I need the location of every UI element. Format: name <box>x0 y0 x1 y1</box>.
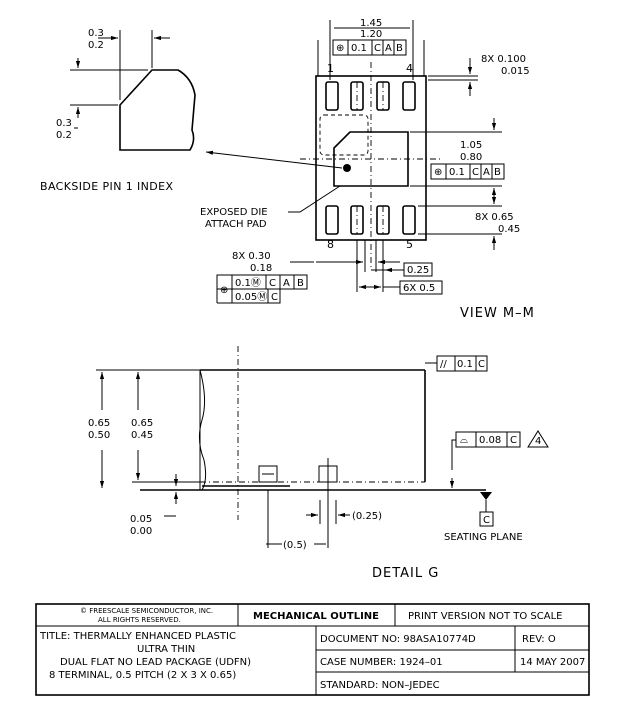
seating-plane-label: SEATING PLANE <box>444 532 523 543</box>
backside-label: BACKSIDE PIN 1 INDEX <box>40 180 174 193</box>
pad-dim-min: 0.80 <box>460 152 482 163</box>
case-number: CASE NUMBER: 1924–01 <box>320 657 443 668</box>
backside-pin1-view: 0.3 0.2 0.3 0.2 BACKSIDE PIN 1 INDEX <box>40 28 196 193</box>
parallel-datum: C <box>478 359 485 370</box>
pin-1-label: 1 <box>327 62 334 75</box>
pin1-dot <box>343 164 351 172</box>
frame-top-d3: B <box>396 43 403 54</box>
inner-height-min: 0.45 <box>131 430 153 441</box>
frame-pad-d2: A <box>483 167 490 178</box>
seating-datum: C <box>483 515 490 526</box>
backside-dim-top-min: 0.2 <box>88 40 104 51</box>
backside-outline <box>119 69 196 151</box>
frame-lead2-tol: 0.05Ⓜ <box>235 291 267 303</box>
note-4: 4 <box>535 436 541 447</box>
view-mm: 1.45 1.20 ⊕ 0.1 C A B 1 4 8 5 8X 0.100 0… <box>200 18 535 321</box>
revision: REV: O <box>522 634 556 645</box>
width-dim-max: 1.45 <box>360 18 382 29</box>
parallel-symbol: // <box>440 359 447 370</box>
pitch-dim: 6X 0.5 <box>403 283 435 294</box>
frame-pad-tol: 0.1 <box>449 167 465 178</box>
frame-lead-d1: C <box>269 278 276 289</box>
pin1-index-hidden <box>319 114 369 156</box>
title-block: © FREESCALE SEMICONDUCTOR, INC. ALL RIGH… <box>35 603 590 696</box>
flat-tol: 0.08 <box>479 435 501 446</box>
date: 14 MAY 2007 <box>520 657 585 668</box>
lead-4 <box>402 81 416 111</box>
lead-width-max: 8X 0.30 <box>232 251 271 262</box>
frame-pad-symbol: ⊕ <box>434 167 442 178</box>
frame-top-d1: C <box>374 43 381 54</box>
backside-dim-left-max: 0.3 <box>56 118 72 129</box>
parallel-tol: 0.1 <box>457 359 473 370</box>
frame-lead-tol: 0.1Ⓜ <box>235 277 261 289</box>
frame-top-tol: 0.1 <box>351 43 367 54</box>
title-line-4: 8 TERMINAL, 0.5 PITCH (2 X 3 X 0.65) <box>49 670 236 681</box>
document-number: DOCUMENT NO: 98ASA10774D <box>320 634 476 645</box>
lead-width-min: 0.18 <box>250 263 272 274</box>
outer-height-max: 0.65 <box>88 418 110 429</box>
lead-thk-min: 0.015 <box>501 66 530 77</box>
exposed-die-label-2: ATTACH PAD <box>205 219 267 230</box>
copyright-line-2: ALL RIGHTS RESERVED. <box>98 616 181 624</box>
val-025: 0.25 <box>407 265 429 276</box>
lead-len-min: 0.45 <box>498 224 520 235</box>
frame-lead-d3: B <box>297 278 304 289</box>
pin-4-label: 4 <box>406 62 413 75</box>
frame-pad-d3: B <box>494 167 501 178</box>
backside-dim-left-min: 0.2 <box>56 130 72 141</box>
paren-05: (0.5) <box>283 540 307 551</box>
print-version-label: PRINT VERSION NOT TO SCALE <box>408 611 563 622</box>
width-dim-min: 1.20 <box>360 29 382 40</box>
paren-025: (0.25) <box>352 511 382 522</box>
exposed-die-label-1: EXPOSED DIE <box>200 207 268 218</box>
lead-1 <box>325 81 339 111</box>
standoff-max: 0.05 <box>130 514 152 525</box>
frame-lead-d2: A <box>283 278 290 289</box>
flat-datum: C <box>510 435 517 446</box>
lead-8 <box>325 205 339 235</box>
title-line-2: ULTRA THIN <box>137 644 195 655</box>
inner-height-max: 0.65 <box>131 418 153 429</box>
lead-len-max: 8X 0.65 <box>475 212 514 223</box>
standoff-min: 0.00 <box>130 526 152 537</box>
pad-dim-max: 1.05 <box>460 140 482 151</box>
lead-thk-max: 8X 0.100 <box>481 54 526 65</box>
detail-g: (0.25) (0.5) // 0.1 C 0.65 0.50 0.65 0.4… <box>88 346 549 581</box>
frame-top-symbol: ⊕ <box>336 43 344 54</box>
title-line-1: TITLE: THERMALLY ENHANCED PLASTIC <box>39 631 236 642</box>
mech-outline-label: MECHANICAL OUTLINE <box>253 611 379 622</box>
lead-5 <box>402 205 416 235</box>
frame-lead-symbol: ⊕ <box>220 285 228 296</box>
pin-8-label: 8 <box>327 238 334 251</box>
standard: STANDARD: NON–JEDEC <box>320 680 440 691</box>
title-line-3: DUAL FLAT NO LEAD PACKAGE (UDFN) <box>60 657 251 668</box>
view-mm-title: VIEW M–M <box>460 306 535 321</box>
copyright-line-1: © FREESCALE SEMICONDUCTOR, INC. <box>80 607 213 615</box>
pin-5-label: 5 <box>406 238 413 251</box>
backside-dim-top-max: 0.3 <box>88 28 104 39</box>
frame-lead2-d1: C <box>271 292 278 303</box>
outer-height-min: 0.50 <box>88 430 110 441</box>
flat-symbol: ⌓ <box>460 435 468 446</box>
frame-pad-d1: C <box>472 167 479 178</box>
frame-top-d2: A <box>385 43 392 54</box>
detail-g-title: DETAIL G <box>372 566 439 581</box>
